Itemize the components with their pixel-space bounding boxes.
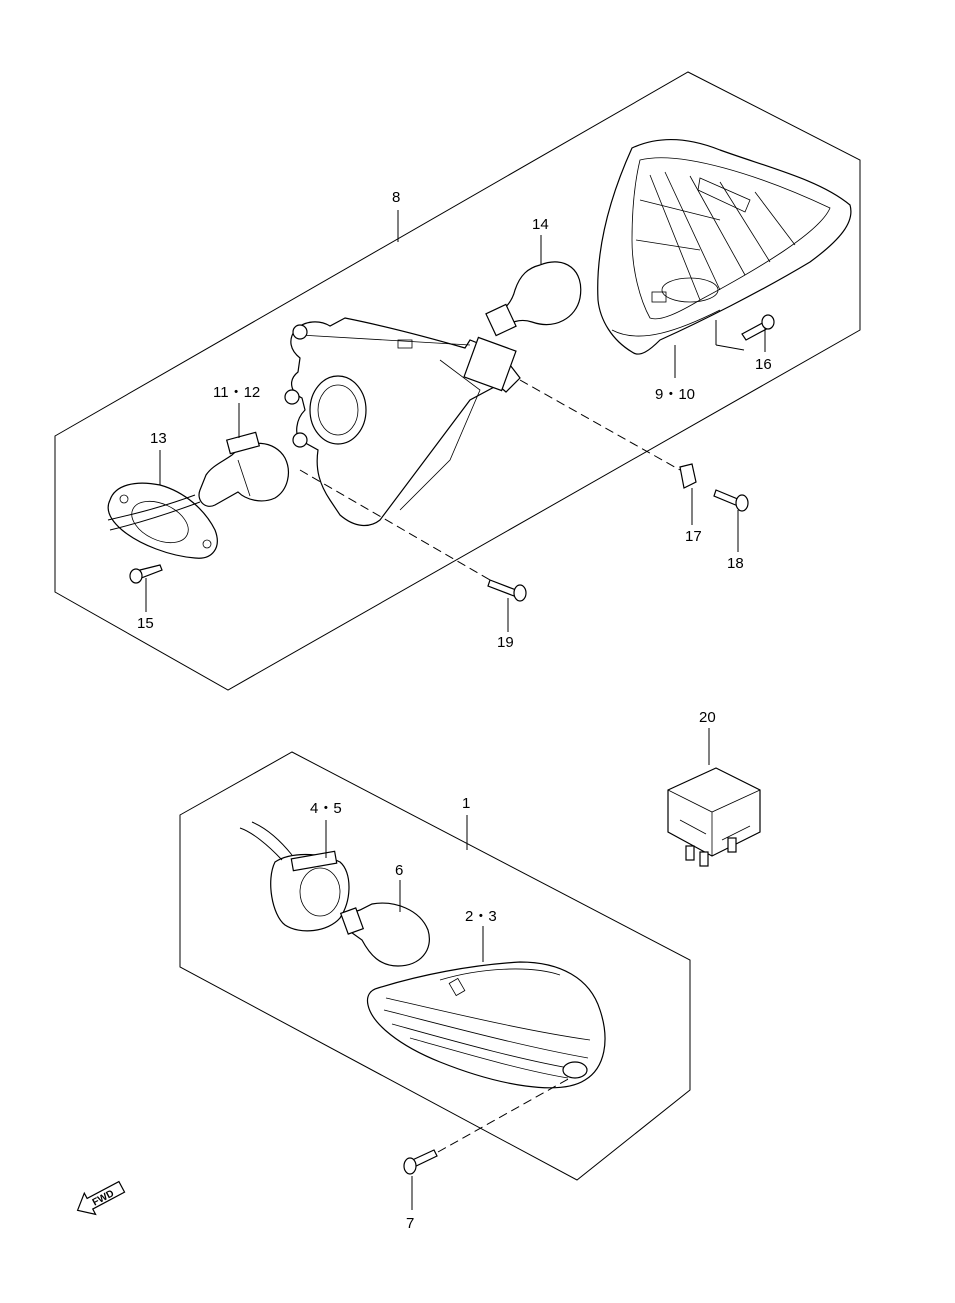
fwd-arrow-icon: FWD	[76, 1180, 126, 1216]
callout-13: 13	[150, 430, 167, 447]
rear-socket-gasket	[107, 482, 218, 559]
screw-18	[713, 489, 749, 512]
callout-11-12: 11・12	[213, 384, 260, 401]
screw-16	[741, 314, 775, 341]
front-lens	[366, 961, 606, 1089]
callout-15: 15	[137, 615, 154, 632]
callout-1: 1	[462, 795, 470, 812]
upper-assembly-frame	[54, 71, 861, 691]
relay-group: 20	[667, 709, 761, 867]
callout-6: 6	[395, 862, 403, 879]
callout-4-5: 4・5	[310, 800, 342, 817]
callout-16: 16	[755, 356, 772, 373]
clip-nut-17	[679, 463, 697, 489]
rear-bulb	[485, 261, 582, 337]
rear-bulb-socket	[198, 431, 289, 507]
front-turn-signal-assembly-group: 1 4・5 6 2・3 7	[179, 751, 691, 1232]
screw-19	[487, 579, 527, 602]
callout-19: 19	[497, 634, 514, 651]
rear-socket-housing	[284, 317, 521, 526]
rear-turn-signal-assembly-group: 8 14 11・12 13 15 16 9・10 17 18 19	[54, 71, 861, 691]
rear-lens-housing	[597, 139, 852, 355]
front-bulb	[339, 902, 430, 967]
relay	[667, 767, 761, 867]
callout-17: 17	[685, 528, 702, 545]
callout-2-3: 2・3	[465, 908, 497, 925]
callout-20: 20	[699, 709, 716, 726]
lower-assembly-frame	[179, 751, 691, 1181]
callout-18: 18	[727, 555, 744, 572]
fwd-label: FWD	[91, 1188, 116, 1208]
screw-15	[129, 564, 163, 584]
callout-8: 8	[392, 189, 400, 206]
screw-7	[403, 1149, 438, 1175]
callout-9-10: 9・10	[655, 386, 695, 403]
front-bulb-socket	[239, 821, 350, 932]
callout-7: 7	[406, 1215, 414, 1232]
callout-14: 14	[532, 216, 549, 233]
